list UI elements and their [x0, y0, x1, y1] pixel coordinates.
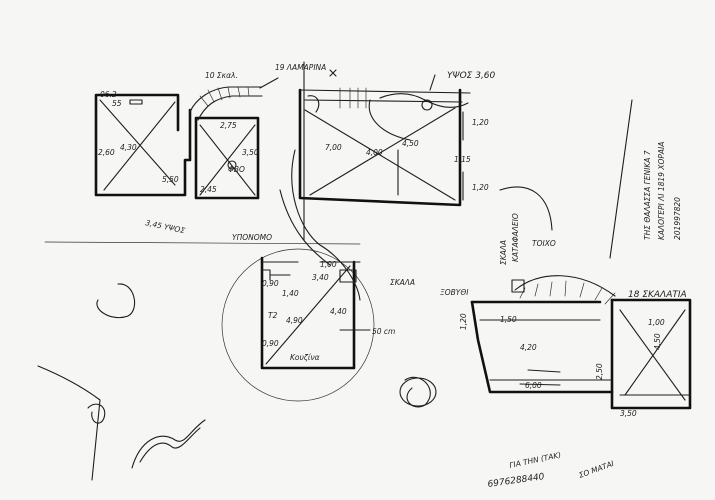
plan-tl-dim-4: 4,30	[120, 143, 137, 152]
plan-tl-note: 3,45 ΥΨΟΣ	[145, 218, 186, 235]
plan-tl-dim-2: 2,75	[220, 121, 237, 130]
plan-center-dim-4: 4,40	[330, 307, 347, 316]
plan-center-dim-5: 4,90	[286, 316, 303, 325]
plan-tr-dim-3: 1,20	[472, 118, 489, 127]
plan-tl-dim-0: 06.2	[100, 90, 117, 99]
plan-br-dim-3: 6,00	[525, 381, 542, 390]
plan-tl-stairs-label: 10 Σκαλ.	[205, 71, 238, 80]
plan-top-left: 06.2 55 2,75 3,50 4,30 ΦΒΟ 2,60 5,50 2,4…	[94, 71, 263, 235]
plan-center-dim-6: 0,90	[262, 339, 279, 348]
vertical-note-line-2: 201997820	[673, 197, 682, 240]
vertical-note-line-1: ΚΑΛΟΓΕΡΙ ΛΙ 1819 ΧΟΡΑΙΑ	[657, 142, 666, 240]
plan-tl-dim-7: 5,50	[162, 175, 179, 184]
plan-br-dim-2: 4,20	[520, 343, 537, 352]
plan-br-dim-6: 3,50	[620, 409, 637, 418]
plan-center-label-right: ΣΚΑΛΑ	[390, 278, 415, 287]
plan-br-label-0: ΣΚΑΛΑ	[499, 240, 508, 265]
plan-br-label-3: ΚΑΤΑΦΑΛΕΙΟ	[511, 213, 520, 262]
plan-br-label-1: ΞΟΒΥΘΙ	[440, 288, 469, 297]
plan-tr-height-label: ΥΨΟΣ 3,60	[447, 71, 496, 81]
phone-note-small-1: ΣΟ ΜΑΤΑΙ	[578, 459, 616, 480]
plan-br-label-2: ΤΟΙΧΟ	[532, 239, 556, 248]
plan-top-right: 19 ΛΑΜΑΡΙΝΑ ΥΨΟΣ 3,60 7,00 4,00 4,50 1,2…	[259, 61, 496, 241]
plan-tl-dim-5: ΦΒΟ	[228, 165, 245, 174]
plan-center-dim-7: 50 cm	[372, 327, 395, 336]
plan-tr-dim-1: 4,00	[366, 148, 383, 157]
vertical-note: ΤΗΣ ΘΑΛΑΣΣΑ ΓΕΝΙΚΑ 7 ΚΑΛΟΓΕΡΙ ΛΙ 1819 ΧΟ…	[609, 99, 682, 259]
plan-center-label-left: ΥΠΟΝΟΜΟ	[232, 233, 272, 242]
plan-tl-dim-3: 3,50	[242, 148, 259, 157]
phone-note: 6976288440 ΓΙΑ ΤΗΝ (ΤΑΚ) ΣΟ ΜΑΤΑΙ	[487, 450, 616, 490]
plan-tl-dim-1: 55	[112, 99, 122, 108]
plan-center-dim-3: 0,90	[262, 279, 279, 288]
plan-bottom-right: 18 ΣΚΑΛΑΤΙΑ 1,20 1,50 4,20 6,00 4,50 2,5…	[399, 186, 692, 418]
phone-number: 6976288440	[487, 472, 545, 490]
plan-center-dim-8: T2	[268, 311, 278, 320]
plan-br-dim-0: 1,20	[459, 313, 468, 330]
plan-br-dim-7: 1,00	[648, 318, 665, 327]
plan-tr-dim-4: 1,15	[454, 155, 471, 164]
plan-br-dim-5: 2,50	[595, 363, 604, 380]
doodles-left	[37, 283, 206, 481]
plan-tr-top-label: 19 ΛΑΜΑΡΙΝΑ	[275, 63, 326, 72]
plan-br-stair-label: 18 ΣΚΑΛΑΤΙΑ	[628, 290, 687, 300]
phone-note-small-0: ΓΙΑ ΤΗΝ (ΤΑΚ)	[509, 450, 562, 470]
plan-center-dim-2: 1,40	[282, 289, 299, 298]
plan-center-dim-1: 3,40	[312, 273, 329, 282]
plan-center-bottom-label: Κουζίνα	[290, 353, 320, 362]
plan-tl-dim-8: 2,45	[200, 185, 217, 194]
vertical-note-line-0: ΤΗΣ ΘΑΛΑΣΣΑ ΓΕΝΙΚΑ 7	[643, 150, 652, 240]
plan-tr-dim-0: 7,00	[325, 143, 342, 152]
plan-tl-dim-6: 2,60	[98, 148, 115, 157]
plan-tr-dim-5: 1,20	[472, 183, 489, 192]
plan-tr-dim-2: 4,50	[402, 139, 419, 148]
plan-br-dim-1: 1,50	[500, 315, 517, 324]
plan-center-dim-0: 1,00	[320, 260, 337, 269]
plan-center: ΥΠΟΝΟΜΟ ΣΚΑΛΑ 1,00 3,40 1,40 0,90 4,40 4…	[44, 149, 415, 402]
plan-br-dim-4: 4,50	[653, 333, 662, 350]
